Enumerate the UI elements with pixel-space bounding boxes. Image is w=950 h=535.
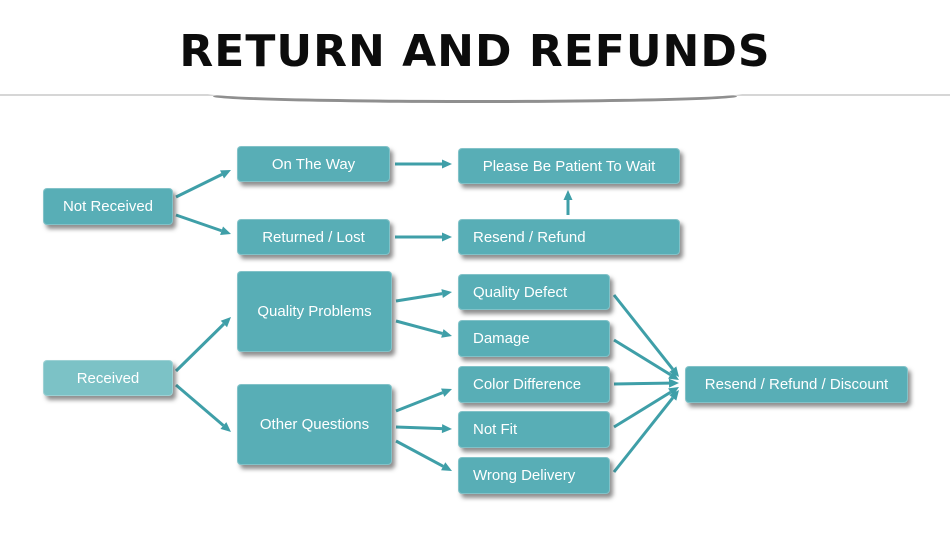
- node-not-received: Not Received: [43, 188, 173, 225]
- node-not-fit: Not Fit: [458, 411, 610, 448]
- node-damage: Damage: [458, 320, 610, 357]
- node-resend-refund: Resend / Refund: [458, 219, 680, 255]
- page-title: RETURN AND REFUNDS: [179, 26, 771, 77]
- divider-swoosh: [0, 88, 950, 103]
- node-please-be-patient-to-wait: Please Be Patient To Wait: [458, 148, 680, 184]
- node-quality-problems: Quality Problems: [237, 271, 392, 352]
- node-received: Received: [43, 360, 173, 396]
- node-other-questions: Other Questions: [237, 384, 392, 465]
- node-quality-defect: Quality Defect: [458, 274, 610, 310]
- node-wrong-delivery: Wrong Delivery: [458, 457, 610, 494]
- node-returned-lost: Returned / Lost: [237, 219, 390, 255]
- node-resend-refund-discount: Resend / Refund / Discount: [685, 366, 908, 403]
- node-color-difference: Color Difference: [458, 366, 610, 403]
- node-on-the-way: On The Way: [237, 146, 390, 182]
